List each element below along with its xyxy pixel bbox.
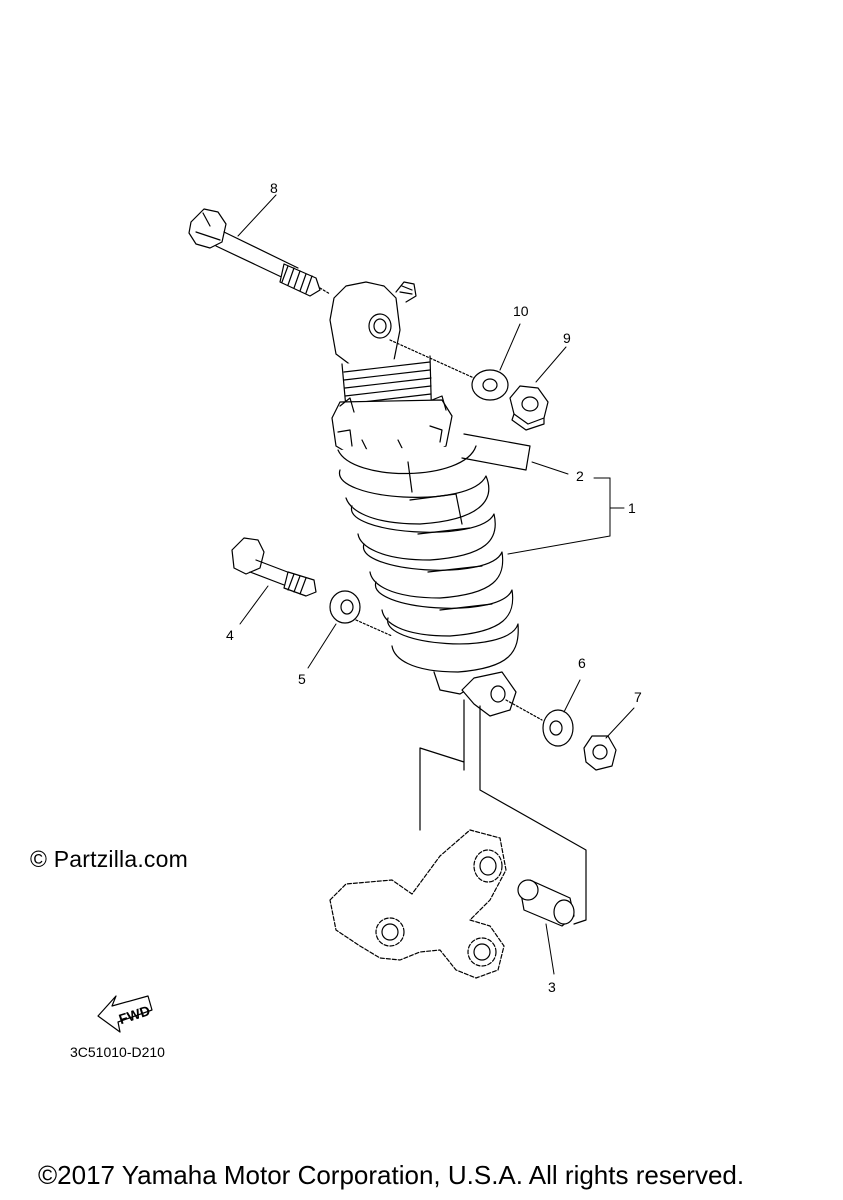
relay-arm: [329, 829, 507, 979]
diagram-code: 3C51010-D210: [70, 1044, 165, 1060]
copyright-notice: ©2017 Yamaha Motor Corporation, U.S.A. A…: [38, 1160, 745, 1190]
callout-7: 7: [634, 689, 642, 705]
washer-6: [542, 709, 574, 747]
collar-3: [517, 879, 575, 927]
nut-9: [509, 385, 549, 431]
washer-10: [471, 369, 509, 401]
callout-8: 8: [270, 180, 278, 196]
partzilla-watermark: © Partzilla.com: [30, 846, 188, 872]
callout-6: 6: [578, 655, 586, 671]
relay-arm-holes: [381, 856, 497, 961]
callout-9: 9: [563, 330, 571, 346]
nut-7: [583, 735, 617, 771]
coil-spring: [337, 445, 519, 673]
shock-upper-mount: [329, 281, 417, 369]
callout-5: 5: [298, 671, 306, 687]
washer-5: [329, 590, 361, 624]
callout-1: 1: [628, 500, 636, 516]
callout-2: 2: [576, 468, 584, 484]
fwd-arrow-icon: [97, 995, 153, 1033]
bolt-8: [188, 208, 321, 297]
leader-lines: [237, 194, 635, 975]
shock-lower-mount: [433, 671, 517, 717]
callout-labels: 8 10 9 2 1 4 5 6 7 3 FWD: [117, 180, 642, 1027]
callout-3: 3: [548, 979, 556, 995]
callout-4: 4: [226, 627, 234, 643]
bolt-4: [231, 537, 317, 597]
callout-10: 10: [513, 303, 529, 319]
